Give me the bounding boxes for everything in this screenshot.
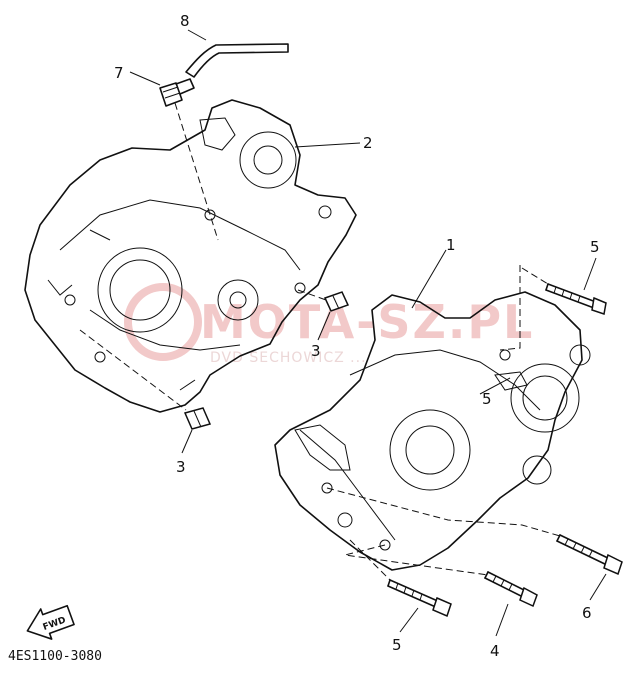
- watermark-subtext: DVD SECHOWICZ ...: [210, 350, 367, 366]
- callout-2: 2: [363, 134, 373, 152]
- callout-6: 6: [582, 604, 592, 622]
- fwd-arrow: FWD: [26, 604, 75, 640]
- bolt-part-5-upper: [545, 283, 607, 315]
- bolt-part-5-lower: [387, 579, 452, 618]
- dowel-pin-lower: [183, 407, 212, 430]
- callout-3-lower: 3: [176, 458, 186, 476]
- bolt-part-4: [484, 571, 538, 608]
- watermark-logo: [124, 283, 202, 361]
- bolt-part-6: [556, 534, 623, 576]
- callout-1: 1: [446, 236, 456, 254]
- assembly-lines: [79, 102, 561, 581]
- callout-5-lower: 5: [392, 636, 402, 654]
- fwd-label: FWD: [42, 615, 68, 632]
- watermark-text: MOTA-SZ.PL: [200, 295, 534, 349]
- callout-7: 7: [114, 64, 124, 82]
- callout-5-upper: 5: [590, 238, 600, 256]
- dowel-pin-upper: [323, 291, 350, 312]
- leader-lines: [129, 29, 607, 637]
- part-code: 4ES1100-3080: [8, 649, 102, 664]
- hose-part-8: [185, 43, 289, 78]
- watermark: MOTA-SZ.PL DVD SECHOWICZ ...: [124, 283, 534, 366]
- callout-3-upper: 3: [311, 342, 321, 360]
- right-crankcase-part-1: [274, 291, 591, 571]
- breather-fitting-part-7: [159, 78, 195, 107]
- callout-5-mid: 5: [482, 390, 492, 408]
- callout-4: 4: [490, 642, 500, 660]
- callout-8: 8: [180, 12, 190, 30]
- left-crankcase-part-2: [24, 99, 357, 413]
